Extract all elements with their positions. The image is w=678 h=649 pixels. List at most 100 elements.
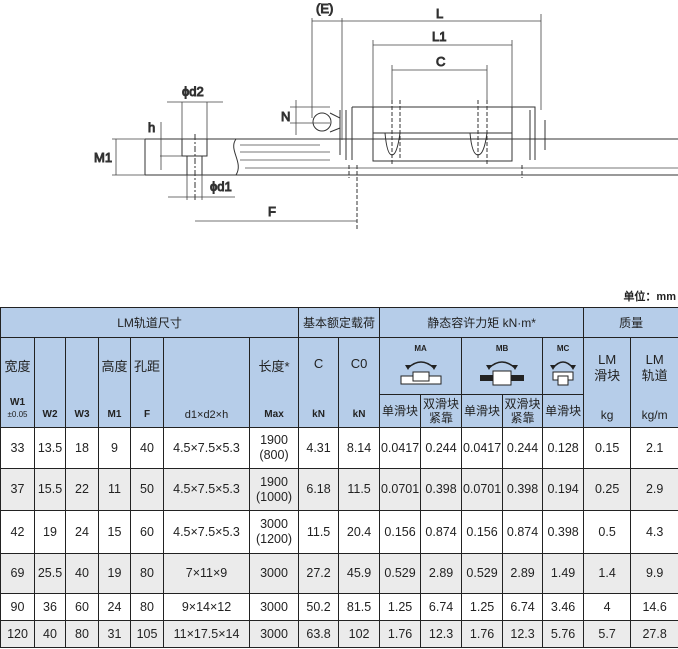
- table-cell: 0.15: [583, 427, 632, 469]
- table-cell: 1.49: [542, 553, 585, 594]
- label-C: C: [436, 54, 445, 69]
- length-max: 3000: [260, 517, 288, 531]
- col-header-w3: W3: [65, 337, 99, 428]
- table-cell: 2.89: [502, 553, 544, 594]
- table-cell: 4.5×7.5×5.3: [163, 468, 250, 511]
- table-cell: 0.0701: [379, 468, 422, 511]
- col-header-w2: W2: [34, 337, 66, 428]
- table-cell: 45.9: [338, 553, 381, 594]
- table-cell: 5.76: [542, 620, 585, 648]
- table-cell: 3000: [248, 553, 300, 594]
- table-cell: 4.3: [630, 510, 678, 554]
- label-E: (E): [316, 1, 333, 16]
- length-max: 3000: [260, 599, 288, 614]
- table-cell: 13.5: [34, 427, 66, 469]
- label-L: L: [436, 6, 443, 21]
- table-cell: 12.3: [420, 620, 463, 648]
- table-cell: 4.5×7.5×5.3: [163, 427, 250, 469]
- table-cell: 0.0417: [461, 427, 504, 469]
- table-cell: 5.7: [583, 620, 632, 648]
- label-d2: ϕd2: [182, 84, 204, 99]
- table-cell: 1900(1000): [248, 468, 300, 511]
- table-cell: 0.128: [542, 427, 585, 469]
- label-h: h: [148, 120, 155, 135]
- rail-shape: [144, 134, 678, 200]
- table-cell: 0.398: [502, 468, 544, 511]
- table-cell: 37: [0, 468, 35, 511]
- table-cell: 120: [0, 620, 35, 648]
- table-cell: 1900(800): [248, 427, 300, 469]
- table-cell: 4.31: [298, 427, 340, 469]
- col-header-mc: MC: [542, 337, 585, 395]
- table-cell: 0.156: [461, 510, 504, 554]
- table-cell: 0.874: [502, 510, 544, 554]
- table-cell: 3000(1200): [248, 510, 300, 554]
- table-cell: 19: [98, 553, 131, 594]
- table-cell: 19: [34, 510, 66, 554]
- table-cell: 81.5: [338, 593, 381, 621]
- table-cell: 1.25: [461, 593, 504, 621]
- table-cell: 11×17.5×14: [163, 620, 250, 648]
- length-max: 1900: [260, 433, 288, 447]
- length-max-alt: (1000): [255, 489, 293, 504]
- table-cell: 9: [98, 427, 131, 469]
- label-L1: L1: [432, 29, 446, 44]
- col-header-length: 长度*Max: [248, 337, 300, 428]
- table-cell: 0.0701: [461, 468, 504, 511]
- table-cell: 0.244: [502, 427, 544, 469]
- block-shape: [312, 100, 546, 230]
- sub-single-block: 单滑块: [461, 394, 504, 428]
- table-cell: 11: [98, 468, 131, 511]
- group-rail-dimensions: LM轨道尺寸: [0, 307, 300, 338]
- table-cell: 80: [130, 553, 164, 594]
- table-cell: 2.1: [630, 427, 678, 469]
- moment-roll-icon: [550, 360, 577, 385]
- table-cell: 6.74: [420, 593, 463, 621]
- table-cell: 1.4: [583, 553, 632, 594]
- table-cell: 11.5: [298, 510, 340, 554]
- col-header-ma: MA: [379, 337, 463, 395]
- table-cell: 50.2: [298, 593, 340, 621]
- table-cell: 42: [0, 510, 35, 554]
- moment-yaw-icon: [480, 360, 525, 385]
- table-cell: 105: [130, 620, 164, 648]
- table-cell: 7×11×9: [163, 553, 250, 594]
- length-max: 3000: [260, 626, 288, 641]
- table-cell: 50: [130, 468, 164, 511]
- table-cell: 25.5: [34, 553, 66, 594]
- table-cell: 0.398: [420, 468, 463, 511]
- table-cell: 1.76: [461, 620, 504, 648]
- table-cell: 15.5: [34, 468, 66, 511]
- table-cell: 27.2: [298, 553, 340, 594]
- length-max: 1900: [260, 474, 288, 489]
- table-cell: 3.46: [542, 593, 585, 621]
- dimension-lines: [112, 14, 542, 222]
- table-cell: 14.6: [630, 593, 678, 621]
- length-max-alt: (1200): [255, 532, 293, 546]
- table-cell: 27.8: [630, 620, 678, 648]
- table-cell: 40: [65, 553, 99, 594]
- lm-guide-dimension-drawing: (E) L L1 C N h M1 ϕd2 ϕd1 F: [94, 1, 678, 230]
- sub-single-block: 单滑块: [542, 394, 585, 428]
- label-d1: ϕd1: [210, 179, 232, 194]
- table-cell: 0.25: [583, 468, 632, 511]
- table-cell: 63.8: [298, 620, 340, 648]
- col-header-hole: d1×d2×h: [163, 337, 250, 428]
- length-max-alt: (800): [259, 448, 289, 462]
- group-basic-load: 基本额定载荷: [298, 307, 381, 338]
- table-cell: 0.194: [542, 468, 585, 511]
- table-cell: 4.5×7.5×5.3: [163, 510, 250, 554]
- table-cell: 40: [34, 620, 66, 648]
- table-cell: 15: [98, 510, 131, 554]
- table-cell: 90: [0, 593, 35, 621]
